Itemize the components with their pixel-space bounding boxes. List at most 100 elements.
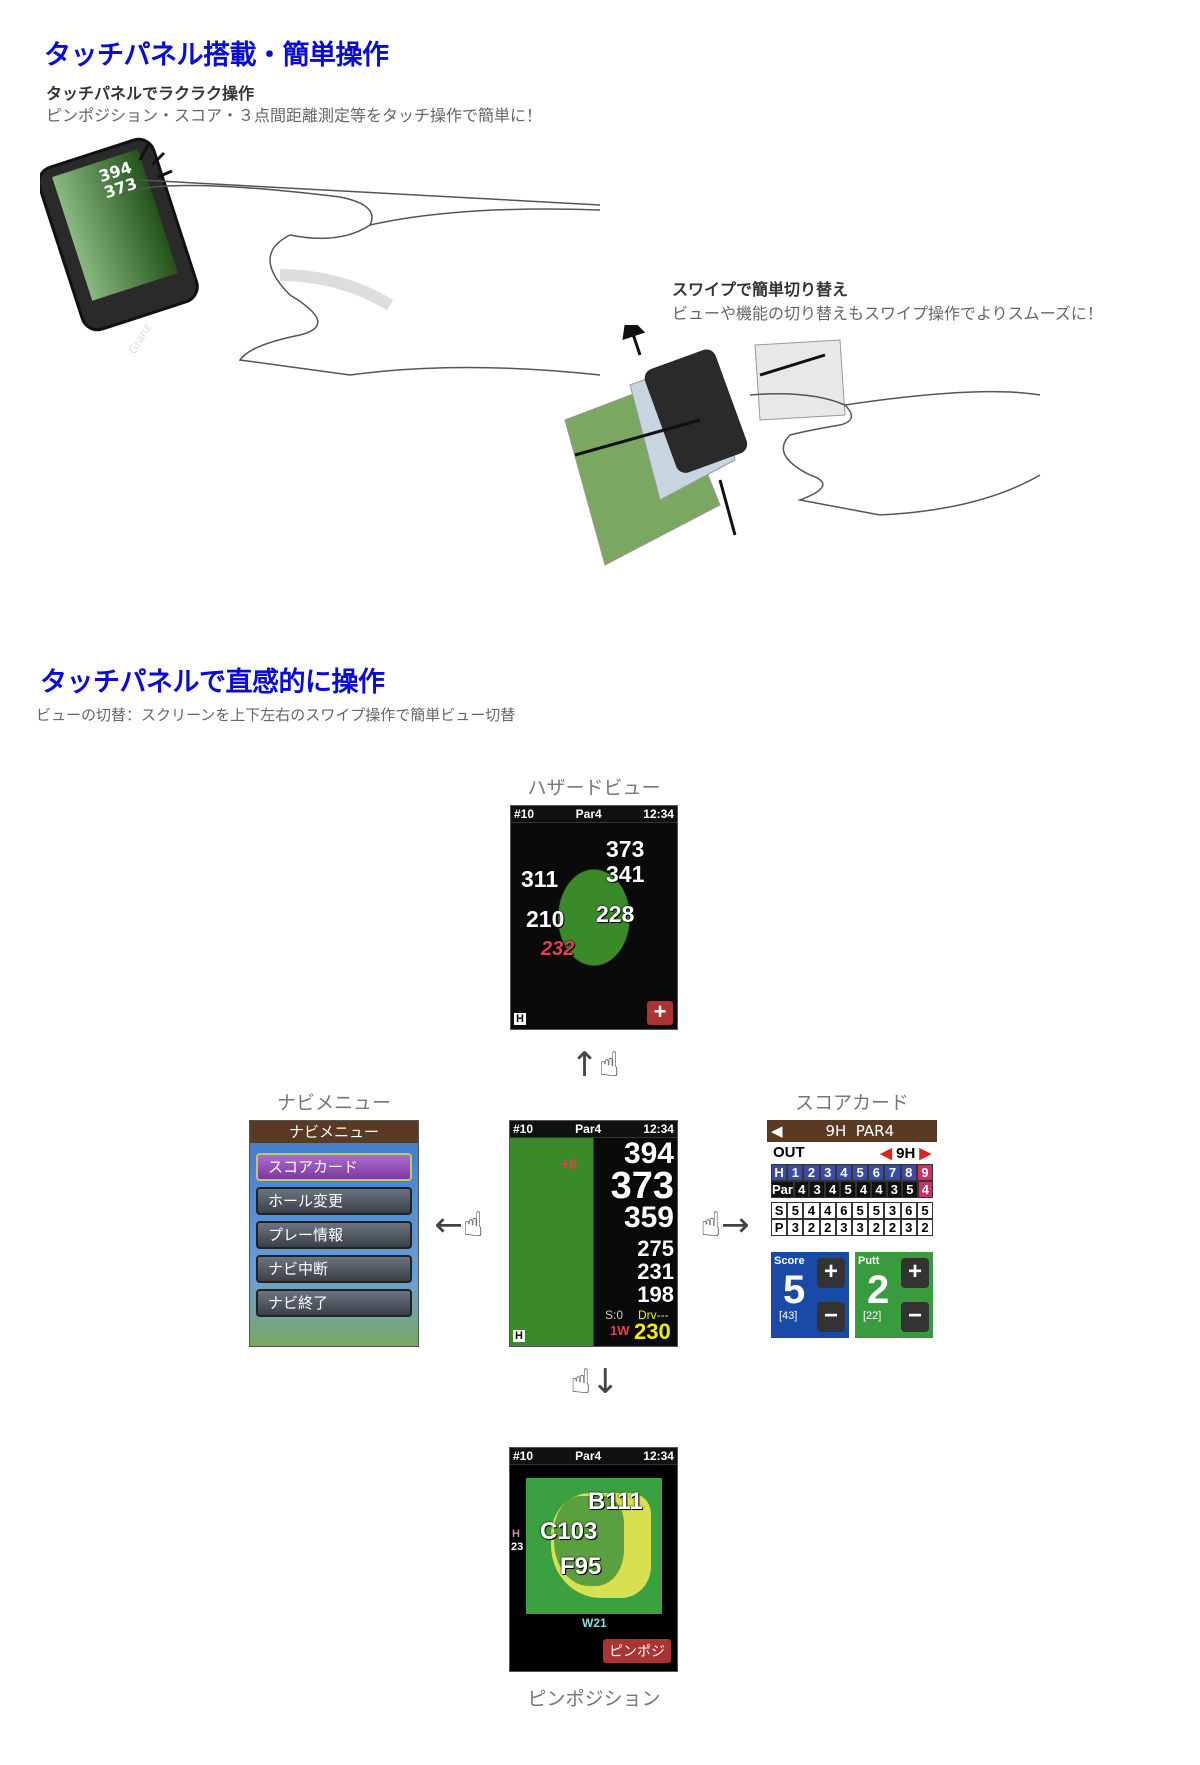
distance-label: 341 [606,861,645,887]
score-cell: 1 [787,1164,804,1181]
feature-description: ビューや機能の切り替えもスワイプ操作でよりスムーズに！ [672,304,1103,323]
putt-plus-button[interactable]: + [901,1258,929,1288]
feature-heading: タッチパネルでラクラク操作 [46,84,255,103]
distance-label: 373 [606,836,645,862]
score-cell: 6 [835,1202,853,1219]
back-arrow-icon[interactable]: ◀ [771,1122,783,1140]
score-cell: 5 [852,1164,869,1181]
score-cell: 4 [819,1202,836,1219]
score-cell: 3 [852,1219,869,1236]
score-cell: 3 [809,1181,825,1198]
score-cell: 5 [787,1202,804,1219]
distance-label: 232 [541,938,575,960]
green-map [526,1478,662,1614]
hole-marker: H [514,1013,526,1025]
score-cell: 4 [824,1181,841,1198]
score-cell: 3 [819,1164,836,1181]
w-value: W21 [582,1616,607,1630]
score-cell: 6 [900,1202,917,1219]
score-cell: 4 [871,1181,887,1198]
menu-item-hole-change[interactable]: ホール変更 [256,1187,412,1215]
putt-minus-button[interactable]: − [901,1302,929,1332]
out-label: OUT [773,1144,805,1161]
section-title: タッチパネルで直感的に操作 [40,667,385,698]
pin-position-label: ピンポジション [527,1688,661,1710]
menu-item-navi-pause[interactable]: ナビ中断 [256,1255,412,1283]
score-cell: 5 [840,1181,856,1198]
score-cell: 5 [916,1202,934,1219]
swipe-left-hand-icon: ←☝ [434,1205,484,1245]
menu-item-navi-end[interactable]: ナビ終了 [256,1289,412,1317]
score-cell: H [771,1164,788,1181]
putt-value: 2 [867,1268,890,1312]
pin-position-button[interactable]: ピンポジ [603,1639,671,1663]
score-cell: 5 [902,1181,918,1198]
plus-marker: +6 [560,1156,578,1173]
club-distance: 230 [634,1319,671,1344]
device-brand: Granz [126,322,154,357]
putt-panel: Putt 2 [22] + − [855,1252,933,1338]
distance-center: 373 [610,1165,674,1207]
score-cell: 3 [884,1202,901,1219]
score-panel: Score 5 [43] + − [771,1252,849,1338]
back-distance: B111 [588,1488,643,1515]
plus-button[interactable]: + [647,1001,673,1025]
hazard-distance: 231 [637,1259,674,1284]
score-cell: S [771,1202,788,1219]
navi-menu-screen[interactable]: ナビメニュー スコアカード ホール変更 プレー情報 ナビ中断 ナビ終了 [249,1120,419,1347]
score-cell: 2 [803,1164,820,1181]
score-card-label: スコアカード [794,1092,909,1114]
score-cell: 4 [793,1181,810,1198]
feature-description: ピンポジション・スコア・３点間距離測定等をタッチ操作で簡単に！ [46,106,543,125]
section-title: タッチパネル搭載・簡単操作 [44,40,389,71]
menu-item-scorecard[interactable]: スコアカード [256,1153,412,1181]
score-cell: P [771,1219,788,1236]
distance-front: 359 [623,1201,674,1234]
score-cell: 2 [884,1219,901,1236]
swipe-illustration [564,325,1041,566]
navi-menu-header: ナビメニュー [250,1121,418,1143]
score-cell: 4 [855,1181,872,1198]
score-cell: 8 [900,1164,917,1181]
feature-heading: スワイプで簡単切り替え [672,280,849,299]
hazard-distance: 198 [637,1282,674,1307]
score-cell: 3 [900,1219,917,1236]
score-cell: 3 [787,1219,804,1236]
score-cell: 2 [803,1219,820,1236]
swipe-down-hand-icon: ☝↓ [570,1362,620,1402]
menu-item-play-info[interactable]: プレー情報 [256,1221,412,1249]
score-cell: 4 [803,1202,820,1219]
hole-nav[interactable]: ◀ 9H ▶ [880,1145,931,1162]
hazard-view-label: ハザードビュー [527,777,661,799]
front-distance: F95 [560,1553,602,1580]
shot-count: S:0 [605,1308,624,1322]
score-cell: 2 [916,1219,934,1236]
club: 1W [610,1323,630,1338]
swipe-right-hand-icon: ☝→ [700,1205,750,1245]
score-minus-button[interactable]: − [817,1302,845,1332]
center-distance: C103 [540,1518,598,1545]
score-card-header: ◀9H PAR4 [767,1120,937,1142]
score-cell: 4 [917,1181,934,1198]
score-cell: 7 [884,1164,901,1181]
distance-label: 210 [526,906,565,932]
score-cell: Par [771,1181,794,1198]
score-plus-button[interactable]: + [817,1258,845,1288]
score-cell: 5 [852,1202,869,1219]
score-cell: 2 [868,1219,885,1236]
distance-label: 311 [521,866,559,892]
section-description: ビューの切替：スクリーンを上下左右のスワイプ操作で簡単ビュー切替 [36,706,516,724]
hazard-distance: 275 [637,1236,674,1261]
hole-marker: H [513,1330,525,1342]
